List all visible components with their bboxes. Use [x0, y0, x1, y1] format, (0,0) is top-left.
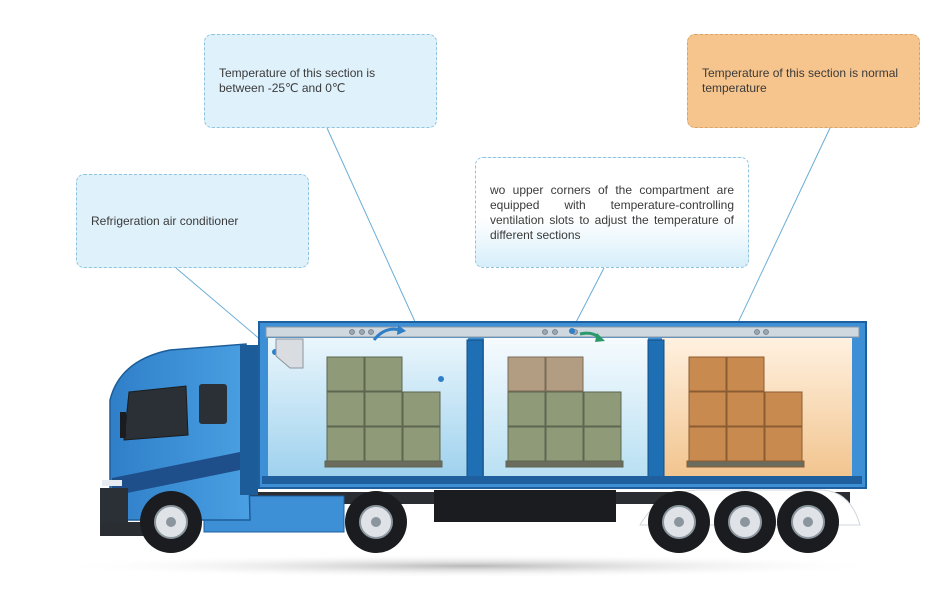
- pallet: [506, 461, 623, 467]
- crate: [327, 427, 364, 461]
- callout-frozen-section: Temperature of this section is between -…: [204, 34, 437, 128]
- crate: [546, 427, 583, 461]
- callout-frozen-section-text: Temperature of this section is between -…: [219, 66, 422, 96]
- crate: [403, 392, 440, 426]
- cab-back-wall: [240, 345, 258, 495]
- trailer-top-rail: [266, 327, 859, 337]
- side-window: [199, 384, 227, 424]
- callout-ventilation: wo upper corners of the compartment are …: [475, 157, 749, 268]
- crate: [365, 427, 402, 461]
- callout-refrigeration-text: Refrigeration air conditioner: [91, 214, 238, 229]
- pallet: [325, 461, 442, 467]
- crate: [365, 357, 402, 391]
- crate: [546, 357, 583, 391]
- vent-slot: [553, 330, 558, 335]
- headlight: [102, 480, 122, 486]
- divider-panel-1: [467, 340, 483, 478]
- cargo-skirt: [434, 490, 616, 522]
- side-mirror: [120, 412, 126, 438]
- crate: [508, 392, 545, 426]
- callout-normal-section-text: Temperature of this section is normal te…: [702, 66, 905, 96]
- grille: [100, 488, 128, 524]
- callout-refrigeration: Refrigeration air conditioner: [76, 174, 309, 268]
- trailer-floor: [262, 476, 862, 484]
- crate: [727, 427, 764, 461]
- callout-normal-section: Temperature of this section is normal te…: [687, 34, 920, 128]
- callout-ventilation-text: wo upper corners of the compartment are …: [490, 183, 734, 243]
- wheel-icon: [714, 491, 776, 553]
- vent-slot: [369, 330, 374, 335]
- crate: [689, 392, 726, 426]
- pallet: [687, 461, 804, 467]
- vent-slot: [350, 330, 355, 335]
- crate: [689, 357, 726, 391]
- crate: [584, 392, 621, 426]
- cab-window: [124, 386, 188, 440]
- wheel-icon: [345, 491, 407, 553]
- ground-shadow: [50, 554, 890, 578]
- crate: [365, 392, 402, 426]
- wheel-icon: [777, 491, 839, 553]
- marker-dot-ventilation: [569, 328, 575, 334]
- crate: [508, 357, 545, 391]
- divider-panel-2: [648, 340, 664, 478]
- crate: [508, 427, 545, 461]
- crate: [765, 427, 802, 461]
- leader-line-ventilation: [572, 268, 604, 330]
- crate: [403, 427, 440, 461]
- crate: [727, 392, 764, 426]
- vent-slot: [764, 330, 769, 335]
- vent-slot: [360, 330, 365, 335]
- crate: [327, 357, 364, 391]
- crate: [546, 392, 583, 426]
- crate: [765, 392, 802, 426]
- marker-dot-frozen: [438, 376, 444, 382]
- vent-slot: [543, 330, 548, 335]
- vent-slot: [755, 330, 760, 335]
- wheel-icon: [648, 491, 710, 553]
- crate: [727, 357, 764, 391]
- crate: [689, 427, 726, 461]
- crate: [327, 392, 364, 426]
- crate: [584, 427, 621, 461]
- wheel-icon: [140, 491, 202, 553]
